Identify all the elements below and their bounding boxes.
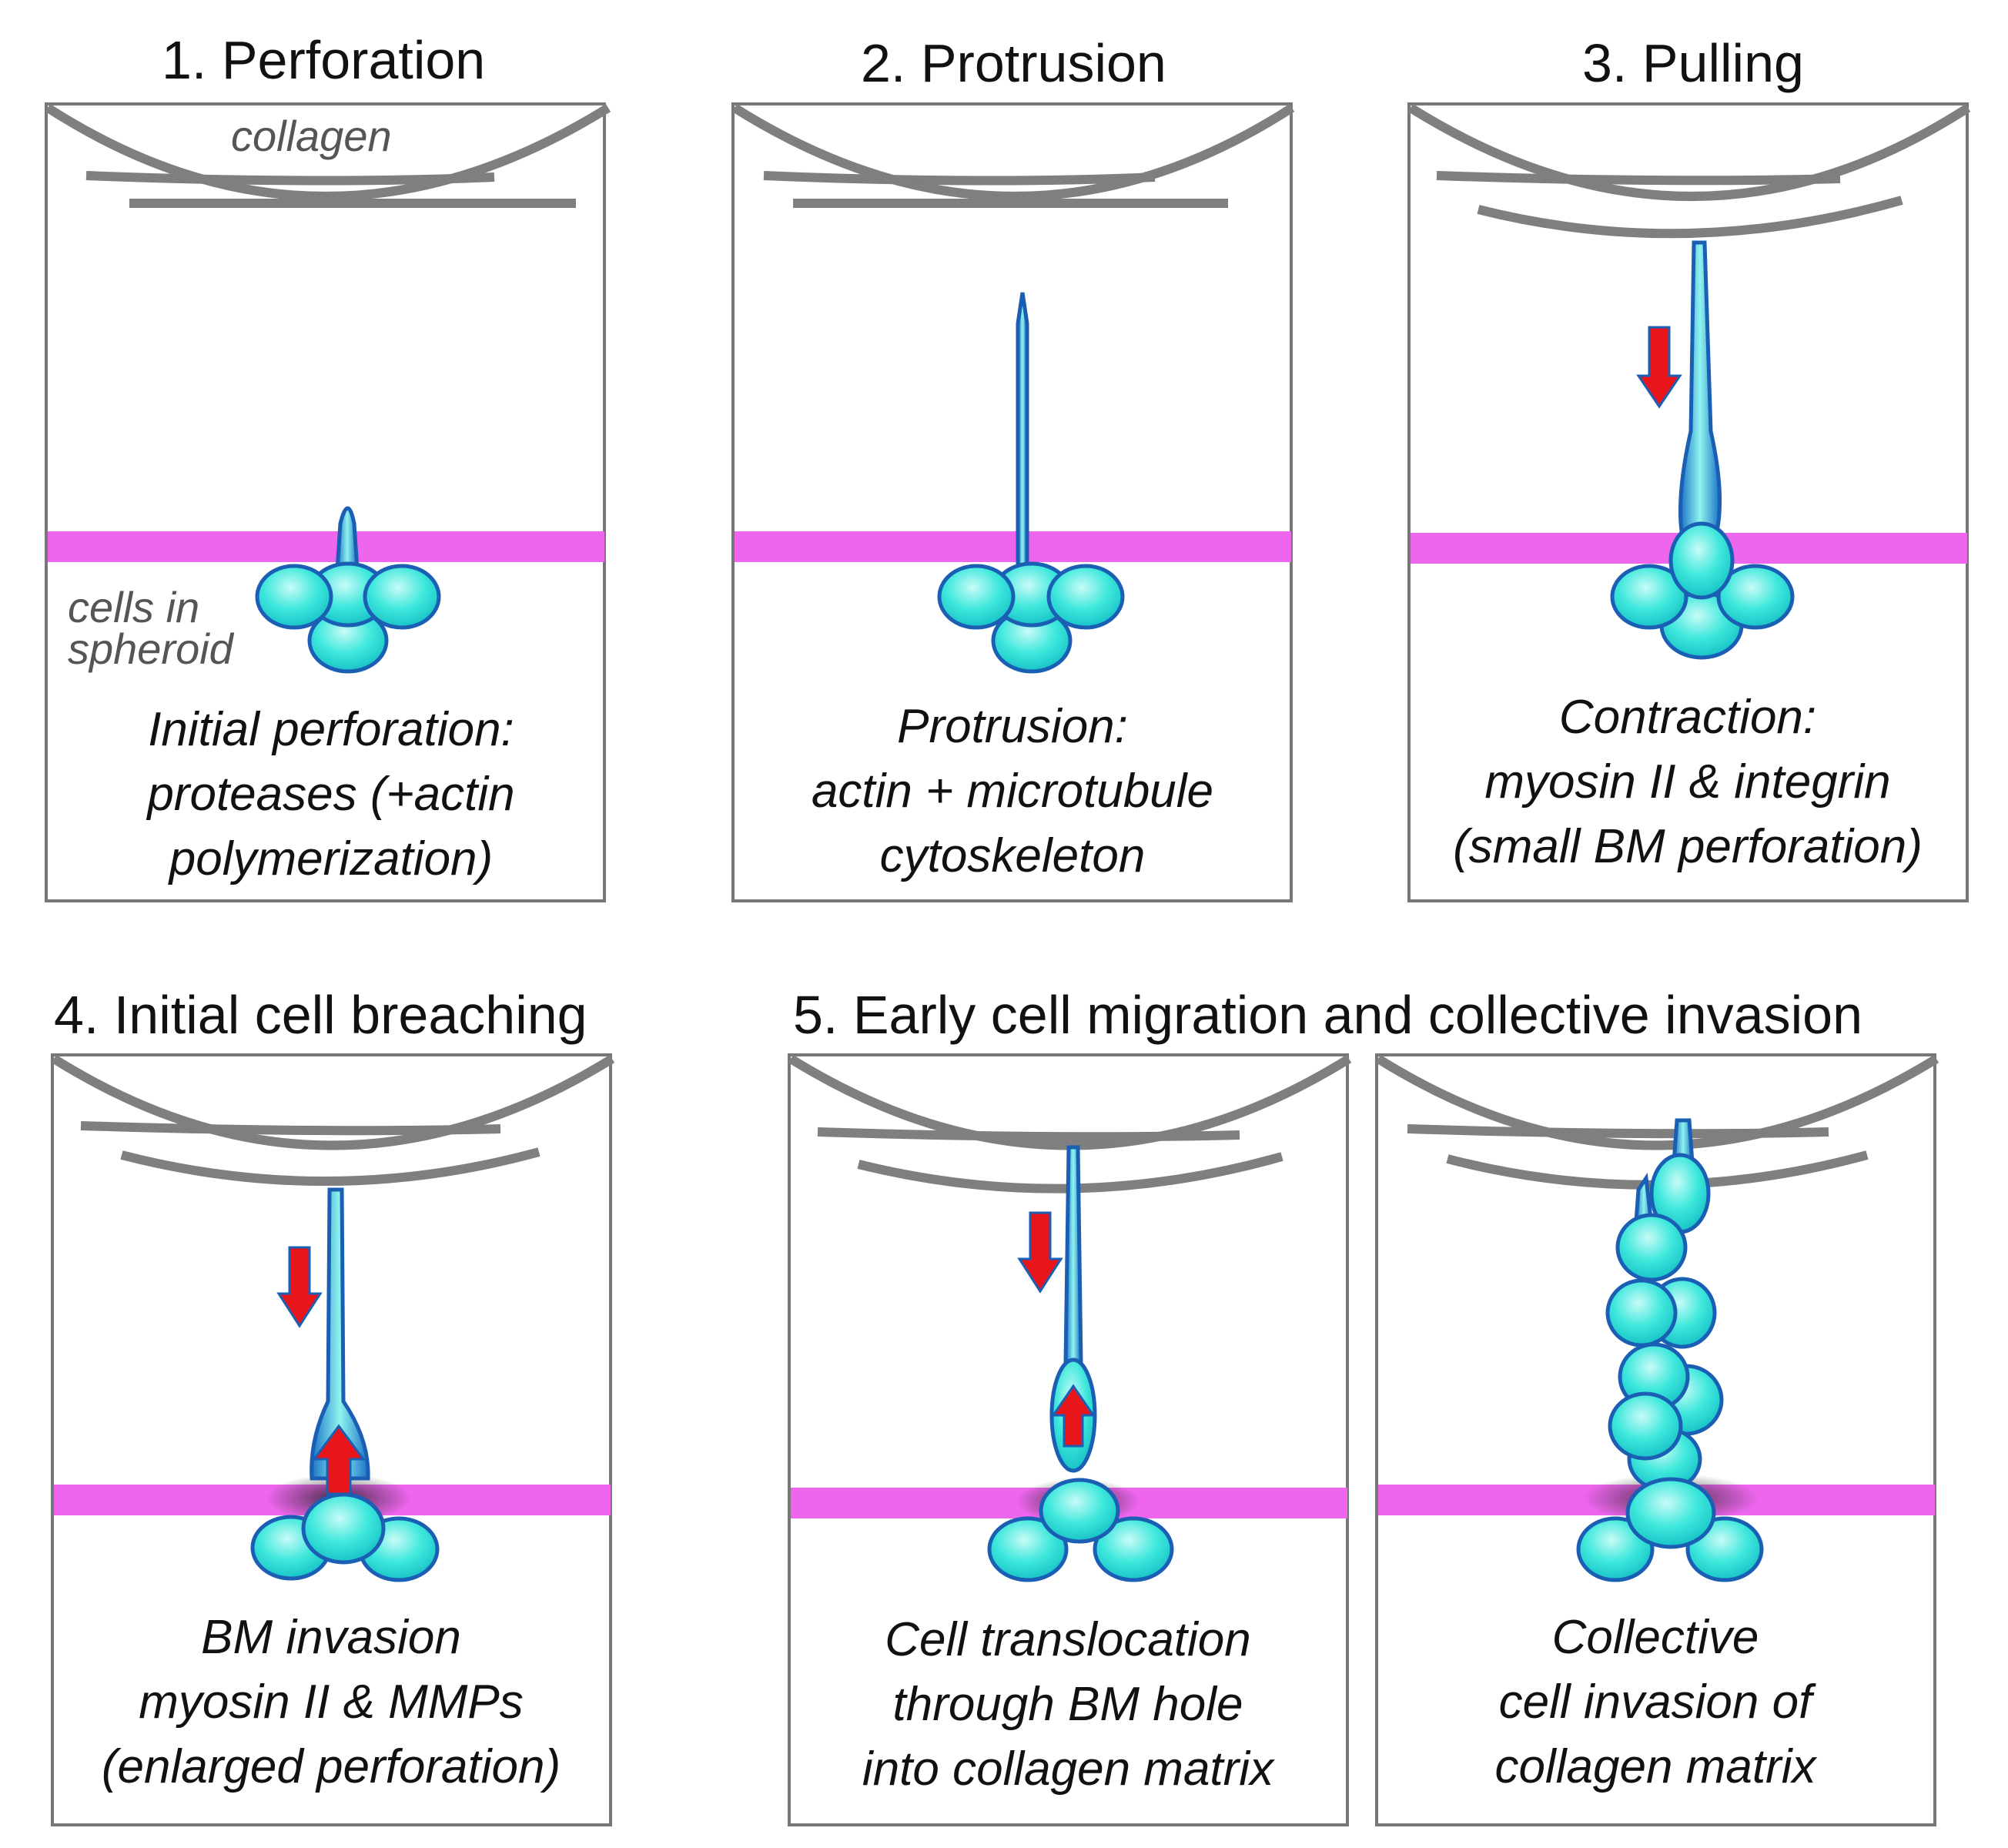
panel-2-frame	[731, 102, 1293, 902]
caption-line: myosin II & integrin	[1484, 755, 1891, 808]
cell	[255, 564, 333, 630]
caption-line: Collective	[1551, 1611, 1759, 1664]
cell	[1608, 1391, 1683, 1461]
cell	[1046, 564, 1125, 630]
collagen-fibers-panel-1	[45, 103, 611, 208]
cell	[363, 564, 441, 630]
caption-line: collagen matrix	[1494, 1740, 1816, 1793]
title-step-5: 5. Early cell migration and collective i…	[793, 985, 1862, 1045]
title-step-1: 1. Perforation	[162, 30, 486, 90]
panel-1-frame	[45, 102, 606, 902]
cell	[1610, 564, 1688, 630]
cell	[1615, 1213, 1688, 1282]
collagen-fibers-panel-5b	[1375, 1054, 1939, 1190]
title-step-3: 3. Pulling	[1582, 33, 1804, 93]
pull-arrow-panel-4	[276, 1246, 323, 1328]
caption-line: myosin II & MMPs	[139, 1676, 524, 1729]
protrusion-panel-4	[310, 1187, 370, 1481]
protrusion-panel-2	[1016, 292, 1029, 576]
panel-5b-frame	[1375, 1053, 1936, 1826]
cell	[1605, 1278, 1678, 1348]
cell	[301, 1492, 386, 1565]
caption-line: Protrusion:	[897, 700, 1128, 753]
spheroid-panel-5a	[987, 1145, 1174, 1582]
caption-step-2: Protrusion: actin + microtubule cytoskel…	[743, 695, 1282, 889]
collagen-fibers-panel-4	[51, 1054, 615, 1186]
panel-4-frame	[51, 1053, 612, 1826]
cell	[1716, 564, 1795, 630]
caption-line: proteases (+actin	[147, 768, 515, 821]
cell	[937, 564, 1016, 630]
caption-line: through BM hole	[892, 1678, 1243, 1731]
title-step-4: 4. Initial cell breaching	[54, 985, 587, 1045]
basement-membrane-panel-2	[735, 531, 1291, 562]
collagen-fibers-panel-3	[1407, 103, 1971, 239]
pull-arrow-panel-3	[1636, 326, 1682, 409]
caption-line: into collagen matrix	[862, 1743, 1274, 1796]
panel-3-frame	[1407, 102, 1969, 902]
cell	[987, 1516, 1069, 1582]
spheroid-panel-2	[937, 292, 1125, 674]
basement-membrane-panel-1	[48, 531, 604, 562]
caption-step-1: Initial perforation: proteases (+actin p…	[62, 698, 601, 892]
protrusion-panel-1	[335, 506, 360, 572]
push-arrow-panel-4	[312, 1424, 366, 1495]
cell-chain-panel-5b	[1576, 1118, 1764, 1582]
protrusion-panel-5a	[1063, 1145, 1083, 1365]
caption-line: (small BM perforation)	[1453, 820, 1923, 873]
cell	[1093, 1516, 1174, 1582]
cell	[1625, 1477, 1716, 1549]
caption-line: polymerization)	[169, 832, 494, 886]
caption-line: Contraction:	[1558, 691, 1817, 744]
caption-line: Initial perforation:	[148, 703, 514, 756]
collagen-label: collagen	[231, 112, 392, 160]
cell	[1668, 521, 1735, 600]
caption-line: BM invasion	[201, 1611, 461, 1664]
caption-line: Cell translocation	[885, 1613, 1251, 1666]
caption-line: cytoskeleton	[879, 829, 1146, 882]
caption-line: actin + microtubule	[811, 765, 1214, 818]
push-arrow-panel-5a	[1051, 1384, 1096, 1448]
spheroid-panel-1	[255, 506, 441, 674]
protrusion-panel-3	[1678, 240, 1722, 534]
caption-line: cell invasion of	[1498, 1676, 1812, 1729]
caption-line: (enlarged perforation)	[101, 1740, 561, 1793]
spheroid-panel-3	[1610, 240, 1795, 660]
cell	[1039, 1478, 1120, 1544]
cell	[1576, 1516, 1655, 1582]
cells-in-spheroid-label: cells in spheroid	[68, 583, 233, 673]
caption-step-3: Contraction: myosin II & integrin (small…	[1418, 685, 1957, 879]
cells-label-line-2: spheroid	[68, 624, 233, 673]
panel-5a-frame	[788, 1053, 1349, 1826]
caption-step-5a: Cell translocation through BM hole into …	[798, 1608, 1337, 1802]
collagen-fibers-panel-2	[731, 103, 1295, 208]
pull-arrow-panel-5a	[1017, 1211, 1063, 1294]
cells-label-line-1: cells in	[68, 583, 200, 631]
title-step-2: 2. Protrusion	[861, 33, 1166, 93]
spheroid-panel-4	[250, 1187, 440, 1582]
caption-step-4: BM invasion myosin II & MMPs (enlarged p…	[62, 1605, 601, 1799]
caption-step-5b: Collective cell invasion of collagen mat…	[1386, 1605, 1925, 1799]
